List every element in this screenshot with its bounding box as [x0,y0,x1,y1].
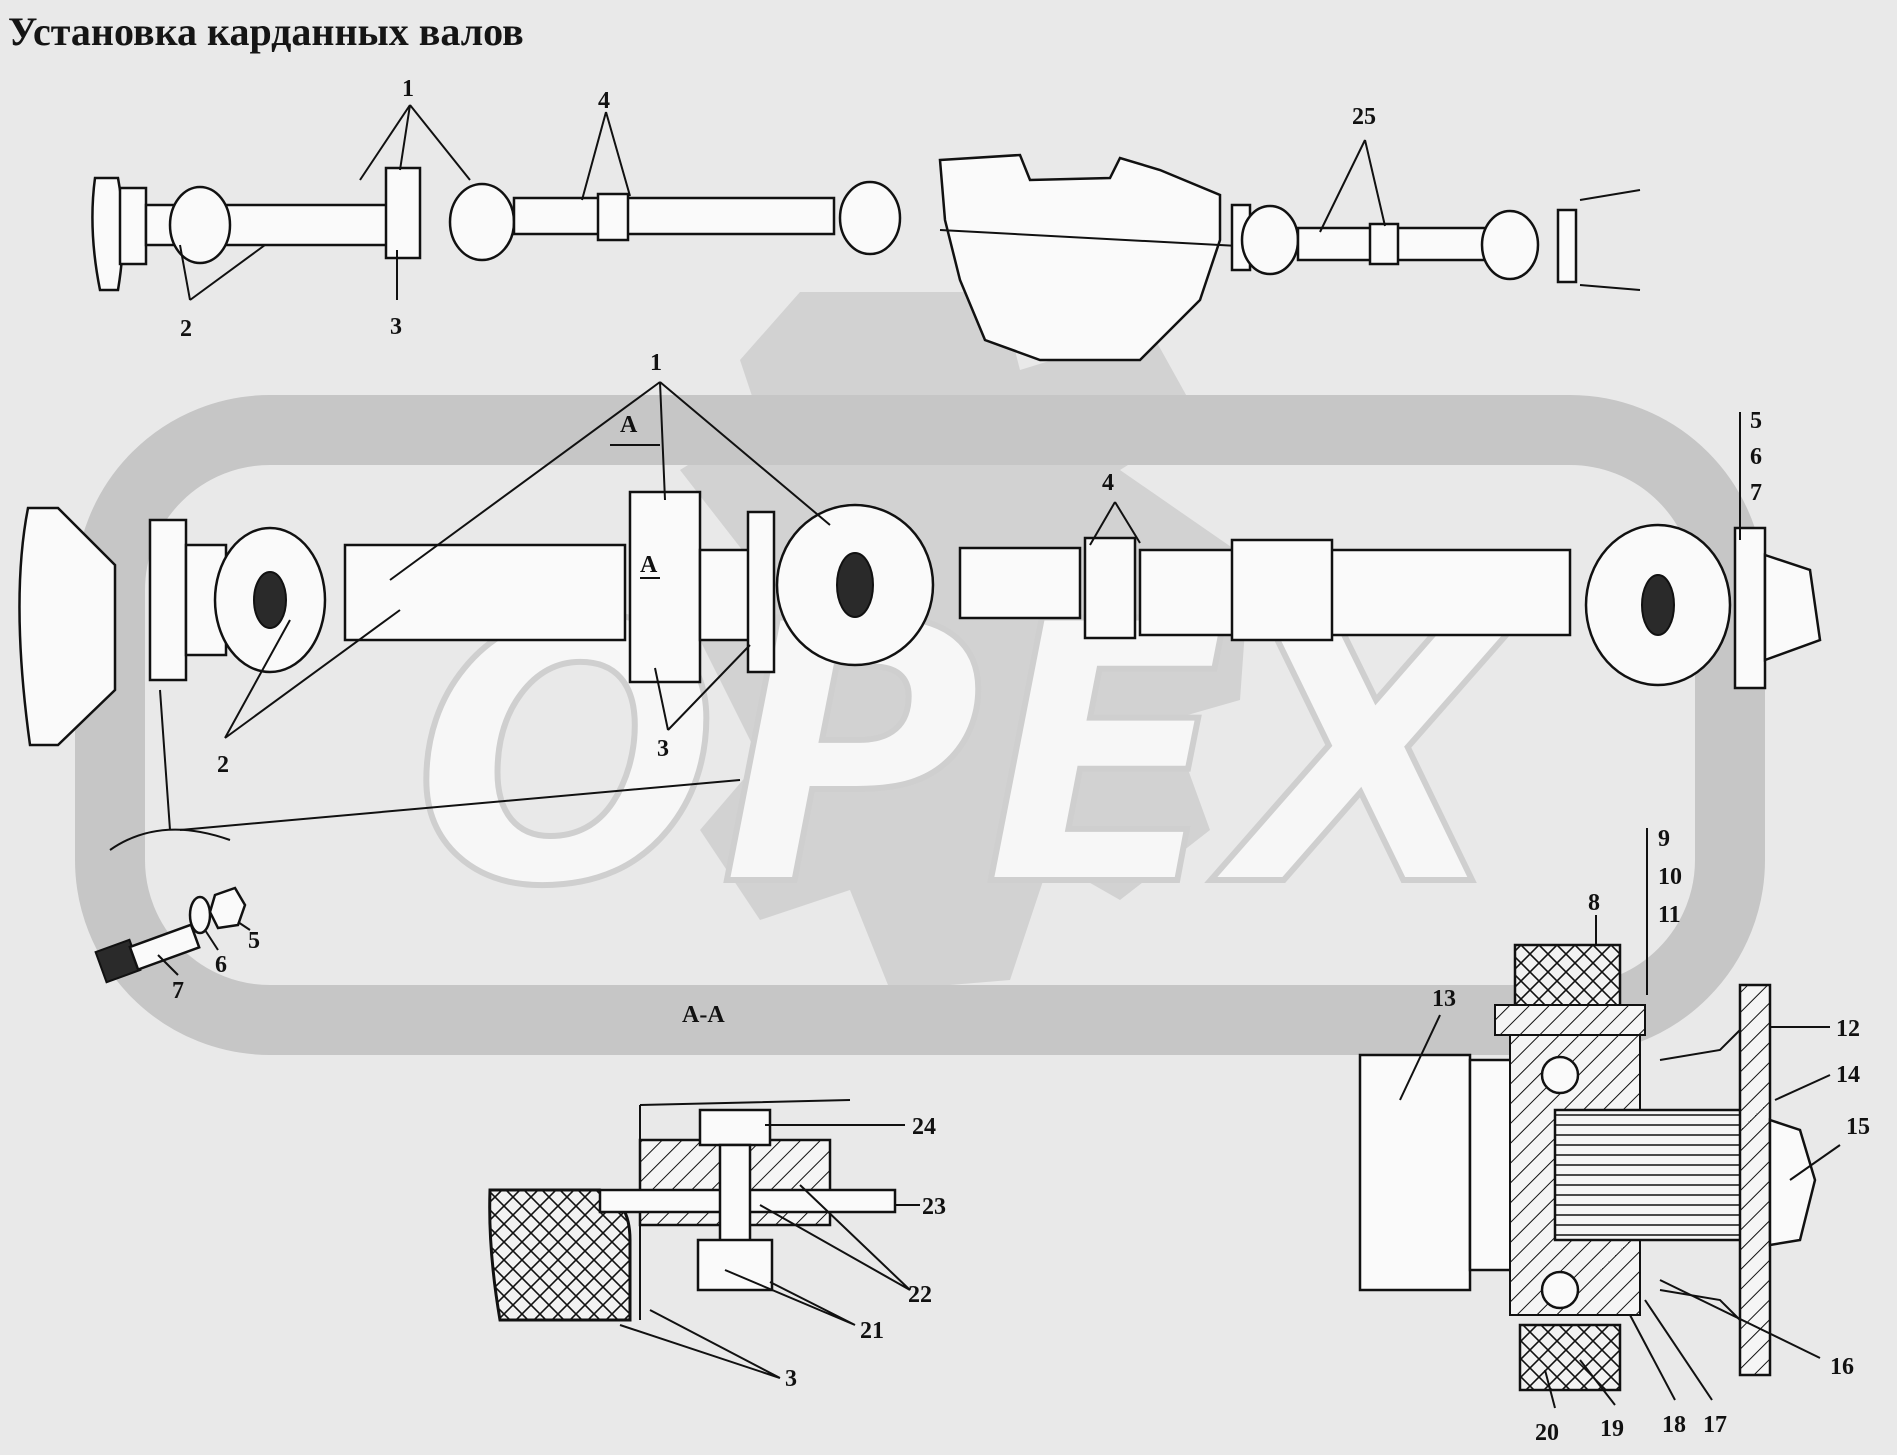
callout-main-2: 2 [217,752,229,778]
callout-main-3: 3 [657,736,669,762]
overview-ujoint-5 [1480,209,1540,281]
callout-b-13: 13 [1432,986,1456,1012]
callout-det-5: 5 [248,928,260,954]
section-label: А-А [682,1002,725,1028]
callout-4: 4 [598,88,610,114]
callout-2: 2 [180,316,192,342]
main-ujoint-2-cross [836,552,874,618]
main-shaft-3 [1138,548,1572,637]
main-callouts: 1 2 3 4 5 6 7 А А [217,350,1762,778]
main-ujoint-3-cross [1641,574,1675,636]
callout-det-7: 7 [172,978,184,1004]
callout-s-3: 3 [785,1366,797,1392]
callout-b-9: 9 [1658,826,1670,852]
washer [188,895,212,935]
bearing-shaft-housing [1358,1053,1472,1292]
section-bolt-head [698,1108,772,1147]
main-flange-ring [746,510,776,674]
overview-ujoint-4 [1240,204,1300,276]
bearing-ball-bottom [1540,1270,1580,1310]
main-shaft-2 [958,546,1082,620]
callout-b-19: 19 [1600,1416,1624,1442]
bearing-end-cap [1768,1118,1817,1247]
callout-b-11: 11 [1658,902,1681,928]
overview-support-bearing [384,166,422,260]
bolt-shank [128,923,201,972]
overview-ujoint-1 [168,185,232,265]
callout-main-7: 7 [1750,480,1762,506]
main-shaft-1 [343,543,627,642]
callout-b-16: 16 [1830,1354,1854,1380]
callout-main-5: 5 [1750,408,1762,434]
overview-axle-line-2 [1579,284,1641,291]
main-support-bearing [628,490,702,684]
overview-flange-left [118,186,148,266]
callout-b-14: 14 [1836,1062,1860,1088]
bearing-bracket-top [1494,1004,1646,1036]
callout-b-17: 17 [1703,1412,1727,1438]
overview-gearbox [938,153,1222,362]
watermark-gear [680,292,1250,990]
callout-25: 25 [1352,104,1376,130]
page-title: Установка карданных валов [8,9,524,54]
overview-slip-joint-2 [1368,222,1400,266]
overview-ujoint-3 [838,180,902,256]
callout-det-6: 6 [215,952,227,978]
section-mark-a-top: А [620,412,638,438]
callout-b-8: 8 [1588,890,1600,916]
bearing-splined-hub [1553,1108,1747,1242]
main-bolt-guide [159,689,741,831]
callout-s-22: 22 [908,1282,932,1308]
callout-b-18: 18 [1662,1412,1686,1438]
section-aa-detail: 24 23 22 21 3 [488,1099,946,1392]
callout-3: 3 [390,314,402,340]
callout-b-15: 15 [1846,1114,1870,1140]
bearing-rubber-bottom [1518,1323,1622,1392]
main-assembly [18,490,1822,851]
main-ujoint-1-cross [253,571,287,629]
main-shaft-sleeve [1230,538,1334,642]
callout-main-1: 1 [650,350,662,376]
overview-axle-line [1579,189,1641,201]
main-flywheel-flange [18,506,117,747]
section-nut [696,1238,774,1292]
overview-shaft-2 [512,196,836,236]
main-flange-right [1733,526,1767,690]
fastener-detail: 5 6 7 [94,886,260,1004]
watermark-logo: OPEX [75,292,1765,1055]
overview-ujoint-2 [448,182,516,262]
overview-callouts: 1 2 3 4 25 [179,76,1386,342]
callout-b-10: 10 [1658,864,1682,890]
overview-flywheel-flange [91,176,125,292]
bearing-callouts: 8 9 10 11 13 12 14 15 16 17 18 19 20 [1399,826,1870,1446]
callout-b-12: 12 [1836,1016,1860,1042]
callout-b-20: 20 [1535,1420,1559,1446]
overview-flange-right-b [1556,208,1578,284]
nut [208,886,247,930]
callout-s-24: 24 [912,1114,936,1140]
callout-main-6: 6 [1750,444,1762,470]
bearing-ball-top [1540,1055,1580,1095]
bearing-assembly [1358,943,1817,1392]
main-reference-curve [109,828,231,851]
callout-s-23: 23 [922,1194,946,1220]
main-slip-joint [1083,536,1137,640]
main-axle-cap [1763,553,1822,662]
callout-s-21: 21 [860,1318,884,1344]
main-flange-left [148,518,188,682]
bearing-flange-web [1659,1029,1741,1321]
watermark-frame [75,395,1765,1055]
overview-assembly [91,153,1641,362]
section-bolt-shank [718,1143,752,1247]
bearing-flange-yoke [1738,983,1772,1377]
callout-main-4: 4 [1102,470,1114,496]
overview-slip-joint [596,192,630,242]
section-mark-a-mid: А [640,552,658,578]
callout-1: 1 [402,76,414,102]
